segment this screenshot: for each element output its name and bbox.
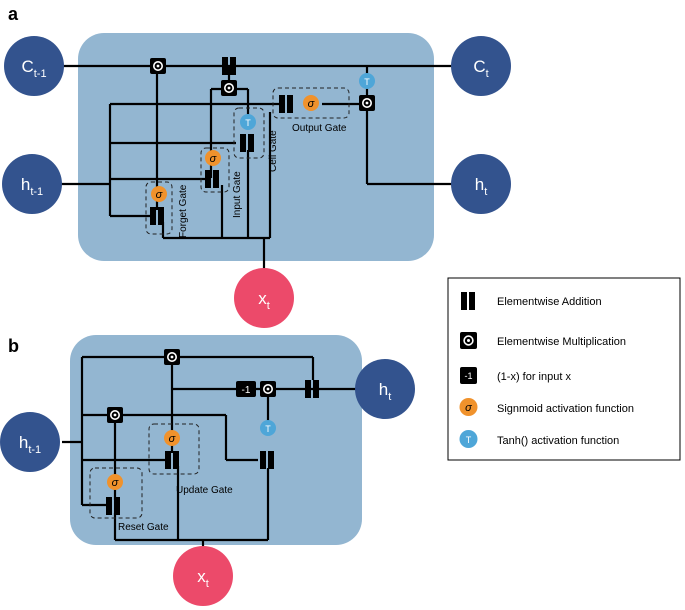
- tanh-icon: [260, 420, 276, 436]
- reset-gate-box: [89, 467, 143, 519]
- svg-text:(1-x) for input x: (1-x) for input x: [497, 371, 571, 383]
- svg-text:xt: xt: [197, 567, 209, 590]
- panel-b-label: b: [8, 336, 19, 356]
- svg-text:Elementwise Addition: Elementwise Addition: [497, 296, 602, 308]
- input-gate-label: Input Gate: [232, 171, 243, 218]
- svg-text:σ: σ: [112, 477, 119, 489]
- svg-text:σ: σ: [169, 433, 176, 445]
- tanh-icon: [240, 114, 256, 130]
- add-icon: [222, 57, 228, 75]
- svg-text:ht-1: ht-1: [21, 175, 43, 198]
- gru-activations: σ σ T: [107, 420, 276, 490]
- add-icon: [279, 95, 285, 113]
- svg-text:Elementwise Multiplication: Elementwise Multiplication: [497, 336, 626, 348]
- add-icon: [461, 292, 467, 310]
- svg-text:ht-1: ht-1: [19, 433, 41, 456]
- add-icon: [260, 451, 266, 469]
- lstm-cell-box: [78, 33, 434, 261]
- add-icon: [106, 497, 112, 515]
- node-gru-x: xt: [173, 546, 233, 606]
- lstm-activations: σ σ σ T T: [151, 73, 375, 202]
- cell-gate-label: Cell Gate: [268, 130, 279, 172]
- svg-text:Ct: Ct: [473, 57, 488, 80]
- svg-text:Tanh() activation function: Tanh() activation function: [497, 435, 619, 447]
- gru-one-minus-op: -1: [236, 381, 256, 397]
- add-icon: [205, 170, 211, 188]
- svg-text:T: T: [265, 424, 271, 434]
- output-gate-box: [272, 87, 350, 119]
- gru-add-ops: [106, 380, 319, 515]
- lstm-add-ops: [150, 57, 293, 225]
- node-h-out: ht: [451, 154, 511, 214]
- svg-text:T: T: [364, 77, 370, 87]
- reset-gate-label: Reset Gate: [118, 522, 169, 533]
- svg-text:σ: σ: [210, 153, 217, 165]
- sigmoid-icon: [164, 430, 180, 446]
- svg-text:xt: xt: [258, 289, 270, 312]
- sigmoid-icon: [107, 474, 123, 490]
- lstm-connections: [60, 64, 460, 282]
- forget-gate-label: Forget Gate: [178, 184, 189, 238]
- tanh-icon: [459, 430, 478, 448]
- lstm-mult-ops: [150, 58, 375, 111]
- node-gru-h-prev: ht-1: [0, 412, 60, 472]
- one-minus-icon: [460, 367, 477, 384]
- add-icon: [165, 451, 171, 469]
- input-gate-box: [200, 147, 230, 193]
- svg-text:Ct-1: Ct-1: [21, 57, 46, 80]
- legend-item-addition: Elementwise Addition: [461, 292, 602, 310]
- svg-text:-1: -1: [464, 371, 472, 381]
- tanh-icon: [359, 73, 375, 89]
- legend-item-sigmoid: σ Signmoid activation function: [459, 398, 634, 416]
- one-minus-icon: [236, 381, 256, 397]
- gru-gate-boxes: [89, 423, 200, 519]
- sigmoid-icon: [205, 150, 221, 166]
- add-icon: [150, 207, 156, 225]
- sigmoid-icon: [459, 398, 478, 416]
- update-gate-label: Update Gate: [176, 485, 233, 496]
- node-gru-h-out: ht: [355, 359, 415, 419]
- svg-text:ht: ht: [475, 175, 488, 198]
- add-icon: [240, 134, 246, 152]
- svg-text:σ: σ: [156, 189, 163, 201]
- legend-item-multiplication: Elementwise Multiplication: [460, 332, 626, 349]
- gru-cell-box: [70, 335, 362, 545]
- svg-text:T: T: [466, 435, 472, 445]
- node-c-prev: Ct-1: [4, 36, 64, 96]
- svg-text:ht: ht: [379, 380, 392, 403]
- gru-mult-ops: [107, 349, 276, 423]
- svg-text:T: T: [245, 118, 251, 128]
- node-h-prev: ht-1: [2, 154, 62, 214]
- svg-text:σ: σ: [465, 402, 472, 414]
- svg-text:-1: -1: [242, 385, 251, 396]
- node-c-out: Ct: [451, 36, 511, 96]
- panel-a-label: a: [8, 4, 19, 24]
- cell-gate-box: [233, 107, 265, 159]
- legend-box: [447, 277, 681, 461]
- output-gate-label: Output Gate: [292, 123, 347, 134]
- svg-text:Signmoid activation function: Signmoid activation function: [497, 403, 634, 415]
- sigmoid-icon: [151, 186, 167, 202]
- legend-item-one-minus: -1 (1-x) for input x: [460, 367, 571, 384]
- sigmoid-icon: [303, 95, 319, 111]
- lstm-gate-boxes: [145, 87, 350, 235]
- add-icon: [305, 380, 311, 398]
- forget-gate-box: [145, 181, 173, 235]
- node-x: xt: [234, 268, 294, 328]
- svg-text:σ: σ: [308, 98, 315, 110]
- update-gate-box: [148, 423, 200, 475]
- legend-item-tanh: T Tanh() activation function: [459, 430, 619, 448]
- legend: Elementwise Addition Elementwise Multipl…: [447, 277, 681, 461]
